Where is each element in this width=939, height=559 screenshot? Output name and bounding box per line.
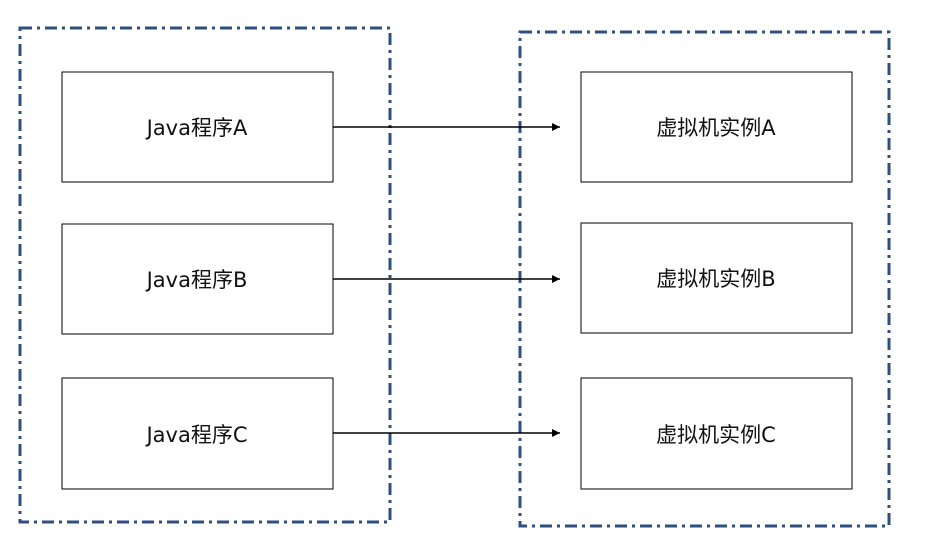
- node-java-c: Java程序C: [61, 377, 334, 490]
- node-java-b-label: Java程序B: [145, 268, 248, 292]
- node-vm-b: 虚拟机实例B: [580, 222, 853, 334]
- group-java-programs: [18, 26, 392, 524]
- node-vm-a: 虚拟机实例A: [580, 71, 853, 183]
- node-vm-a-label: 虚拟机实例A: [656, 116, 776, 140]
- node-vm-b-label: 虚拟机实例B: [656, 267, 775, 291]
- node-java-a: Java程序A: [61, 71, 334, 183]
- node-vm-c-label: 虚拟机实例C: [656, 423, 776, 447]
- node-java-a-label: Java程序A: [145, 116, 248, 140]
- node-java-b: Java程序B: [61, 223, 334, 335]
- node-java-c-label: Java程序C: [144, 423, 247, 447]
- node-vm-c: 虚拟机实例C: [580, 377, 853, 490]
